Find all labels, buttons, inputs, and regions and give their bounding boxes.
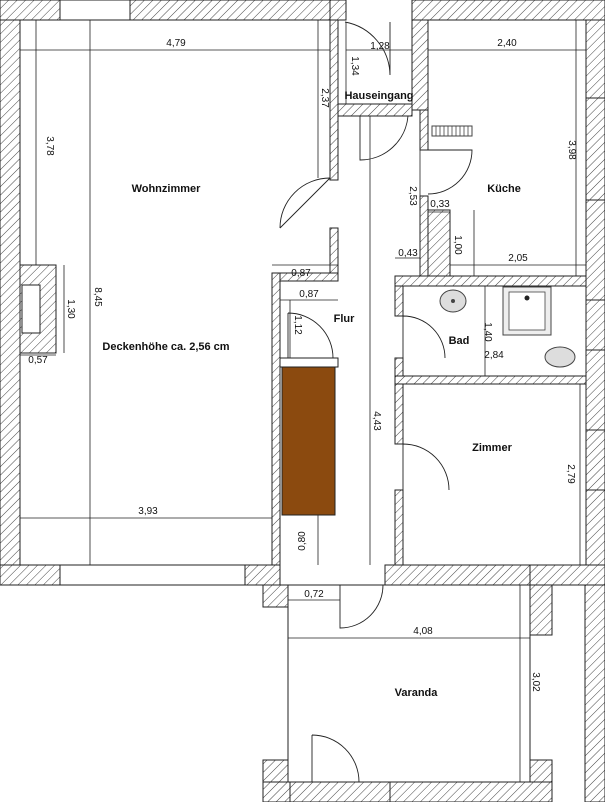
sink-drain bbox=[451, 299, 455, 303]
wall-kueche-left-b bbox=[419, 195, 429, 277]
wall-bottom-right bbox=[529, 564, 605, 586]
door-varanda-bottom bbox=[311, 734, 360, 783]
wall-kueche-bottom bbox=[394, 275, 587, 287]
wall-entrance-bottom bbox=[337, 103, 413, 117]
wall-var-outer-right bbox=[584, 584, 605, 802]
dim-wz-width: 4,79 bbox=[166, 38, 186, 49]
dim-zimmer-height: 2,79 bbox=[565, 464, 576, 484]
wall-left bbox=[0, 19, 21, 586]
shower-drain bbox=[524, 295, 530, 301]
wall-top-entrance-left bbox=[329, 0, 347, 21]
doors bbox=[279, 21, 473, 783]
wall-zimmer-left-a bbox=[394, 383, 404, 445]
dim-flur-small: 0,43 bbox=[398, 248, 418, 259]
door-kueche bbox=[427, 149, 473, 195]
label-wohnzimmer: Wohnzimmer bbox=[132, 183, 202, 195]
varanda-outline bbox=[287, 584, 531, 783]
label-kueche: Küche bbox=[487, 183, 521, 195]
wall-wz-flur-long bbox=[271, 272, 281, 566]
label-bad: Bad bbox=[449, 335, 470, 347]
dim-var-small: 0,72 bbox=[304, 589, 324, 600]
closet-shelf bbox=[279, 357, 339, 368]
fireplace bbox=[21, 284, 41, 334]
wall-kueche-pillar bbox=[427, 209, 451, 277]
dimension-lines bbox=[20, 20, 586, 782]
door-wohnzimmer bbox=[279, 177, 331, 229]
window-top-left bbox=[59, 0, 131, 21]
dim-var-width: 4,08 bbox=[413, 626, 433, 637]
wall-bad-left-b bbox=[394, 357, 404, 379]
dim-kueche-a: 0,33 bbox=[430, 199, 450, 210]
dim-kueche-width: 2,40 bbox=[497, 38, 517, 49]
door-zimmer bbox=[402, 443, 450, 491]
window-zimmer bbox=[585, 429, 605, 491]
dim-wz-niche-depth: 0,57 bbox=[28, 355, 48, 366]
dim-wz-height: 3,78 bbox=[44, 136, 55, 156]
dim-flur-a: 0,87 bbox=[291, 268, 311, 279]
dim-wz-right: 2,37 bbox=[319, 88, 330, 108]
dim-wz-niche: 1,30 bbox=[65, 299, 76, 319]
wall-bad-left-a bbox=[394, 285, 404, 317]
door-hauseingang bbox=[344, 21, 391, 76]
dim-bad-width: 2,84 bbox=[484, 350, 504, 361]
wall-zimmer-left-b bbox=[394, 489, 404, 566]
dim-kueche-b: 1,00 bbox=[452, 235, 463, 255]
closet bbox=[281, 366, 336, 516]
wall-var-top-left bbox=[262, 584, 289, 608]
wall-corridor-bottom bbox=[384, 564, 531, 586]
wall-top-right bbox=[411, 0, 605, 21]
dim-flur-d: 0,80 bbox=[297, 531, 308, 551]
dim-flur-upper: 2,53 bbox=[407, 186, 418, 206]
dim-kueche-bottom: 2,05 bbox=[508, 253, 528, 264]
outlines bbox=[59, 0, 605, 802]
wall-var-bottom bbox=[262, 781, 553, 802]
label-ceiling-height: Deckenhöhe ca. 2,56 cm bbox=[102, 341, 229, 353]
wall-wz-flur-lower bbox=[329, 227, 339, 274]
label-flur: Flur bbox=[334, 313, 355, 325]
wall-top-left bbox=[0, 0, 61, 21]
wall-bad-bottom bbox=[394, 375, 587, 385]
dim-haus-height: 1,34 bbox=[349, 56, 360, 76]
door-flur-top bbox=[359, 115, 409, 161]
dim-flur-c: 1,12 bbox=[292, 315, 303, 335]
toilet-icon bbox=[544, 346, 576, 368]
wall-bottom-left bbox=[0, 564, 61, 586]
window-bottom-wz bbox=[59, 564, 246, 586]
door-bad bbox=[402, 315, 446, 359]
wall-var-right-bottom bbox=[529, 759, 553, 783]
dim-wz-total: 8,45 bbox=[92, 287, 103, 307]
radiator-ribs bbox=[435, 126, 469, 136]
door-abstellraum bbox=[287, 312, 334, 359]
label-varanda: Varanda bbox=[395, 687, 439, 699]
wall-right bbox=[585, 19, 605, 586]
dim-flur-b: 0,87 bbox=[299, 289, 319, 300]
window-bad bbox=[585, 299, 605, 351]
wall-kueche-left-a bbox=[419, 109, 429, 151]
fixtures bbox=[431, 125, 576, 368]
room-labels: Wohnzimmer Hauseingang Küche Flur Bad Zi… bbox=[102, 90, 520, 699]
wall-bottom-mid bbox=[244, 564, 281, 586]
wall-var-bottom-left bbox=[262, 759, 289, 783]
wall-var-right-top bbox=[529, 584, 553, 636]
dim-kueche-height: 3,98 bbox=[566, 140, 577, 160]
wall-entrance-right bbox=[411, 19, 429, 111]
wall-top-mid bbox=[129, 0, 331, 21]
dim-wz-bottom: 3,93 bbox=[138, 506, 158, 517]
dimension-labels: 4,79 3,78 8,45 3,93 1,30 0,57 2,37 1,28 … bbox=[28, 38, 577, 692]
label-hauseingang: Hauseingang bbox=[344, 90, 413, 102]
dim-bad-height: 1,40 bbox=[482, 322, 493, 342]
dim-haus-width: 1,28 bbox=[370, 41, 390, 52]
label-zimmer: Zimmer bbox=[472, 442, 512, 454]
dim-var-height: 3,02 bbox=[530, 672, 541, 692]
wall-wz-flur-upper bbox=[329, 19, 339, 181]
door-varanda-top bbox=[339, 584, 384, 629]
dim-flur-length: 4,43 bbox=[371, 411, 382, 431]
